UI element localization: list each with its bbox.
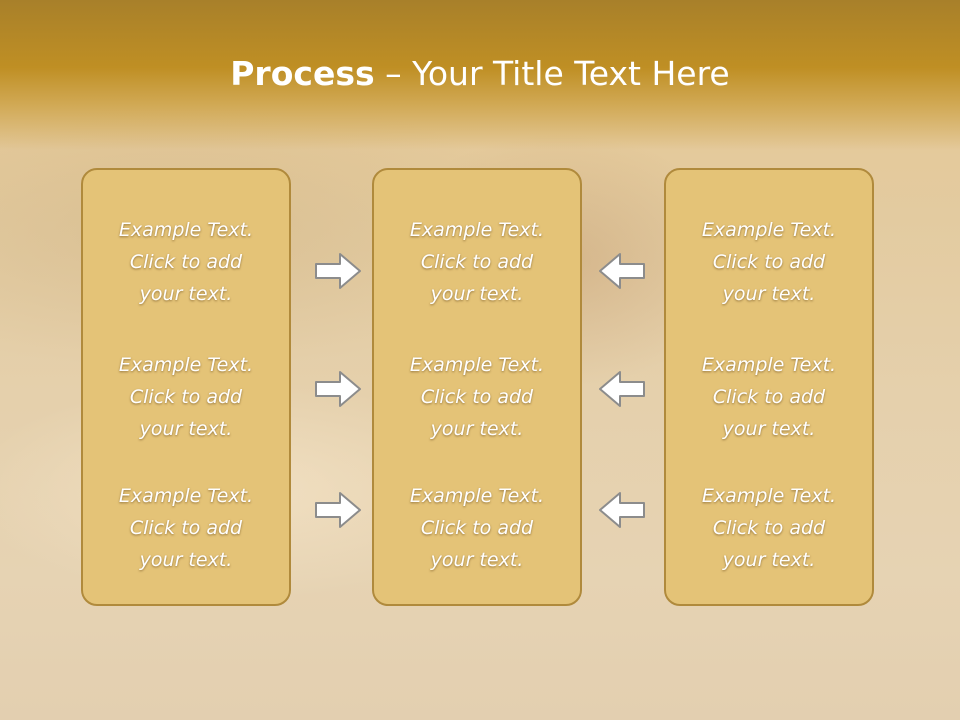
right-arrow-icon [315,253,361,289]
text-line: Example Text. [118,219,254,241]
text-block[interactable]: Example Text. Click to add your text. [666,349,872,445]
text-line: Example Text. [701,354,837,376]
text-block[interactable]: Example Text. Click to add your text. [374,214,580,310]
left-arrow-icon [599,492,645,528]
text-line: Click to add [420,517,534,539]
text-line: Example Text. [701,485,837,507]
text-line: Click to add [712,251,826,273]
text-line: your text. [139,283,233,305]
text-line: Click to add [712,386,826,408]
text-line: your text. [722,283,816,305]
text-block[interactable]: Example Text. Click to add your text. [666,480,872,576]
slide-title[interactable]: Process – Your Title Text Here [0,54,960,93]
title-rest: – Your Title Text Here [374,54,730,93]
text-block[interactable]: Example Text. Click to add your text. [83,480,289,576]
text-line: your text. [139,418,233,440]
text-block[interactable]: Example Text. Click to add your text. [666,214,872,310]
text-line: your text. [430,418,524,440]
text-line: Example Text. [409,354,545,376]
text-block[interactable]: Example Text. Click to add your text. [374,480,580,576]
text-line: your text. [722,549,816,571]
column-center[interactable]: Example Text. Click to add your text. Ex… [372,168,582,606]
column-right[interactable]: Example Text. Click to add your text. Ex… [664,168,874,606]
left-arrow-icon [599,253,645,289]
right-arrow-icon [315,371,361,407]
text-block[interactable]: Example Text. Click to add your text. [374,349,580,445]
text-line: Click to add [129,517,243,539]
text-line: Click to add [129,386,243,408]
text-line: your text. [430,283,524,305]
text-line: your text. [139,549,233,571]
text-line: Click to add [420,386,534,408]
text-line: Click to add [129,251,243,273]
text-block[interactable]: Example Text. Click to add your text. [83,349,289,445]
text-line: Example Text. [118,354,254,376]
title-band [0,0,960,150]
right-arrow-icon [315,492,361,528]
title-bold: Process [230,54,375,93]
text-line: your text. [430,549,524,571]
text-line: Click to add [712,517,826,539]
text-line: Example Text. [118,485,254,507]
text-line: Click to add [420,251,534,273]
text-line: your text. [722,418,816,440]
text-line: Example Text. [701,219,837,241]
text-line: Example Text. [409,219,545,241]
left-arrow-icon [599,371,645,407]
column-left[interactable]: Example Text. Click to add your text. Ex… [81,168,291,606]
text-block[interactable]: Example Text. Click to add your text. [83,214,289,310]
text-line: Example Text. [409,485,545,507]
